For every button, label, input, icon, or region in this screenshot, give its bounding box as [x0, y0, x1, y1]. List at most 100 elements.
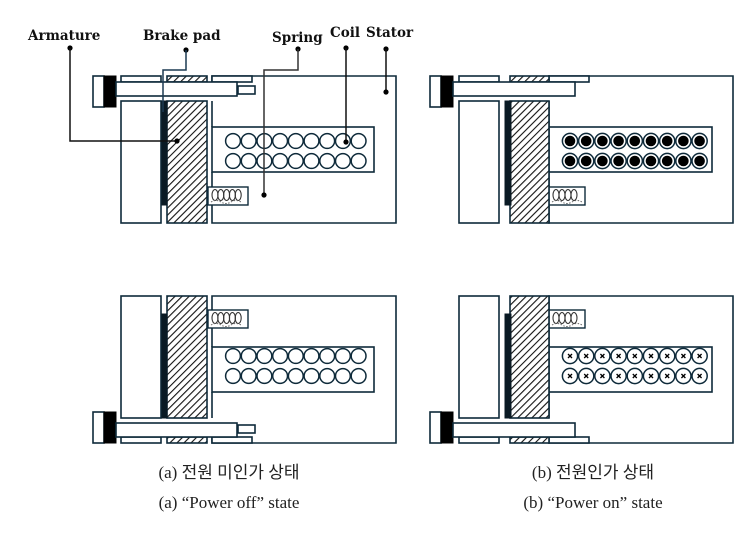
- current-in-cross: [583, 353, 589, 359]
- brake-pad-leader: [162, 50, 187, 112]
- leader-lines: [67, 45, 389, 198]
- coil-turn: [256, 347, 273, 365]
- current-out-dot: [613, 155, 624, 167]
- current-in-cross: [664, 373, 670, 379]
- current-out-dot: [694, 155, 705, 167]
- bolt-head-collar: [440, 75, 454, 108]
- bolt-head-collar: [103, 75, 117, 108]
- coil-turn: [319, 132, 336, 150]
- coil-windings: [561, 132, 708, 170]
- current-in-cross: [632, 353, 638, 359]
- bolt-shaft: [115, 422, 238, 438]
- current-out-dot: [580, 155, 592, 167]
- coil-turn: [224, 347, 242, 365]
- current-in-cross: [632, 373, 638, 379]
- caption-a-korean: (a) 전원 미인가 상태: [158, 463, 300, 482]
- spring-coil: [551, 323, 583, 327]
- brake-pad-strip: [166, 75, 208, 83]
- label-brake-pad: Brake pad: [143, 28, 221, 44]
- current-in-cross: [680, 373, 686, 379]
- bolt-shaft: [452, 81, 576, 97]
- spring-coil: [551, 200, 583, 204]
- coil-windings: [561, 347, 708, 385]
- coil-turn: [287, 347, 304, 365]
- stator-strip: [548, 436, 590, 444]
- label-coil: Coil: [330, 25, 360, 41]
- stator-strip: [548, 75, 590, 83]
- current-out-dot: [564, 155, 576, 167]
- current-in-cross: [567, 353, 573, 359]
- bolt: [429, 411, 576, 444]
- coil-turn: [303, 132, 320, 150]
- current-in-cross: [648, 353, 654, 359]
- armature-leader: [69, 48, 177, 142]
- coil-windings: [224, 347, 367, 385]
- support-block-strip: [120, 436, 162, 444]
- coil-turn: [256, 367, 273, 385]
- current-out-dot: [678, 155, 689, 167]
- support-block: [458, 75, 500, 224]
- caption-b-korean: (b) 전원인가 상태: [531, 463, 655, 482]
- support-block: [120, 75, 162, 224]
- armature: [161, 100, 168, 206]
- coil-turn: [350, 132, 367, 150]
- current-in-cross: [616, 373, 622, 379]
- support-block-body: [458, 100, 500, 224]
- coil-turn: [271, 132, 289, 150]
- spring: [548, 186, 586, 206]
- current-out-dot: [645, 135, 657, 147]
- armature: [504, 313, 512, 419]
- current-out-dot: [629, 135, 641, 147]
- bolt-head-outline: [92, 75, 105, 108]
- current-out-dot: [629, 155, 641, 167]
- coil-turn: [224, 132, 242, 150]
- coil-turn: [303, 367, 320, 385]
- spring-target-dot: [261, 192, 267, 198]
- coil-turn: [224, 152, 242, 170]
- brake-pad-body: [509, 295, 550, 419]
- bolt-head-outline: [429, 75, 442, 108]
- coil-turn: [303, 152, 320, 170]
- current-out-dot: [580, 135, 592, 147]
- support-block-body: [458, 295, 500, 419]
- brake-pad: [166, 295, 208, 444]
- current-in-cross: [680, 353, 686, 359]
- label-armature: Armature: [27, 28, 100, 44]
- current-in-cross: [599, 353, 605, 359]
- current-in-cross: [664, 353, 670, 359]
- coil-turn: [334, 347, 352, 365]
- coil-turn: [287, 132, 304, 150]
- panel-a-bottom: [92, 295, 397, 444]
- bolt: [92, 411, 256, 444]
- coil-turn: [334, 367, 352, 385]
- current-in-cross: [583, 373, 589, 379]
- coil-turn: [334, 152, 352, 170]
- bolt-shaft: [452, 422, 576, 438]
- caption-a-english: (a) “Power off” state: [158, 493, 300, 512]
- current-out-dot: [694, 135, 705, 147]
- support-block: [120, 295, 162, 444]
- current-in-cross: [697, 373, 703, 379]
- bolt-head-collar: [440, 411, 454, 444]
- label-spring: Spring: [272, 30, 323, 46]
- coil-turn: [350, 152, 367, 170]
- coil-turn: [287, 152, 304, 170]
- brake-pad-body: [166, 295, 208, 419]
- current-out-dot: [661, 135, 673, 147]
- spring-coil: [570, 311, 578, 325]
- bolt-head-collar: [103, 411, 117, 444]
- brake-pad: [509, 295, 550, 444]
- coil-turn: [240, 367, 257, 385]
- bolt-head-outline: [92, 411, 105, 444]
- coil-turn: [271, 367, 289, 385]
- brake-pad-strip: [509, 75, 550, 83]
- current-out-dot: [661, 155, 673, 167]
- armature-target-dot: [174, 138, 180, 144]
- panel-a-top: [92, 75, 397, 224]
- panel-b-bottom: [429, 295, 734, 444]
- bolt-shaft: [115, 81, 238, 97]
- support-block-body: [120, 100, 162, 224]
- spring: [207, 186, 249, 206]
- support-block-body: [120, 295, 162, 419]
- brake-diagram: Armature Brake pad Spring Coil Stator: [27, 25, 734, 444]
